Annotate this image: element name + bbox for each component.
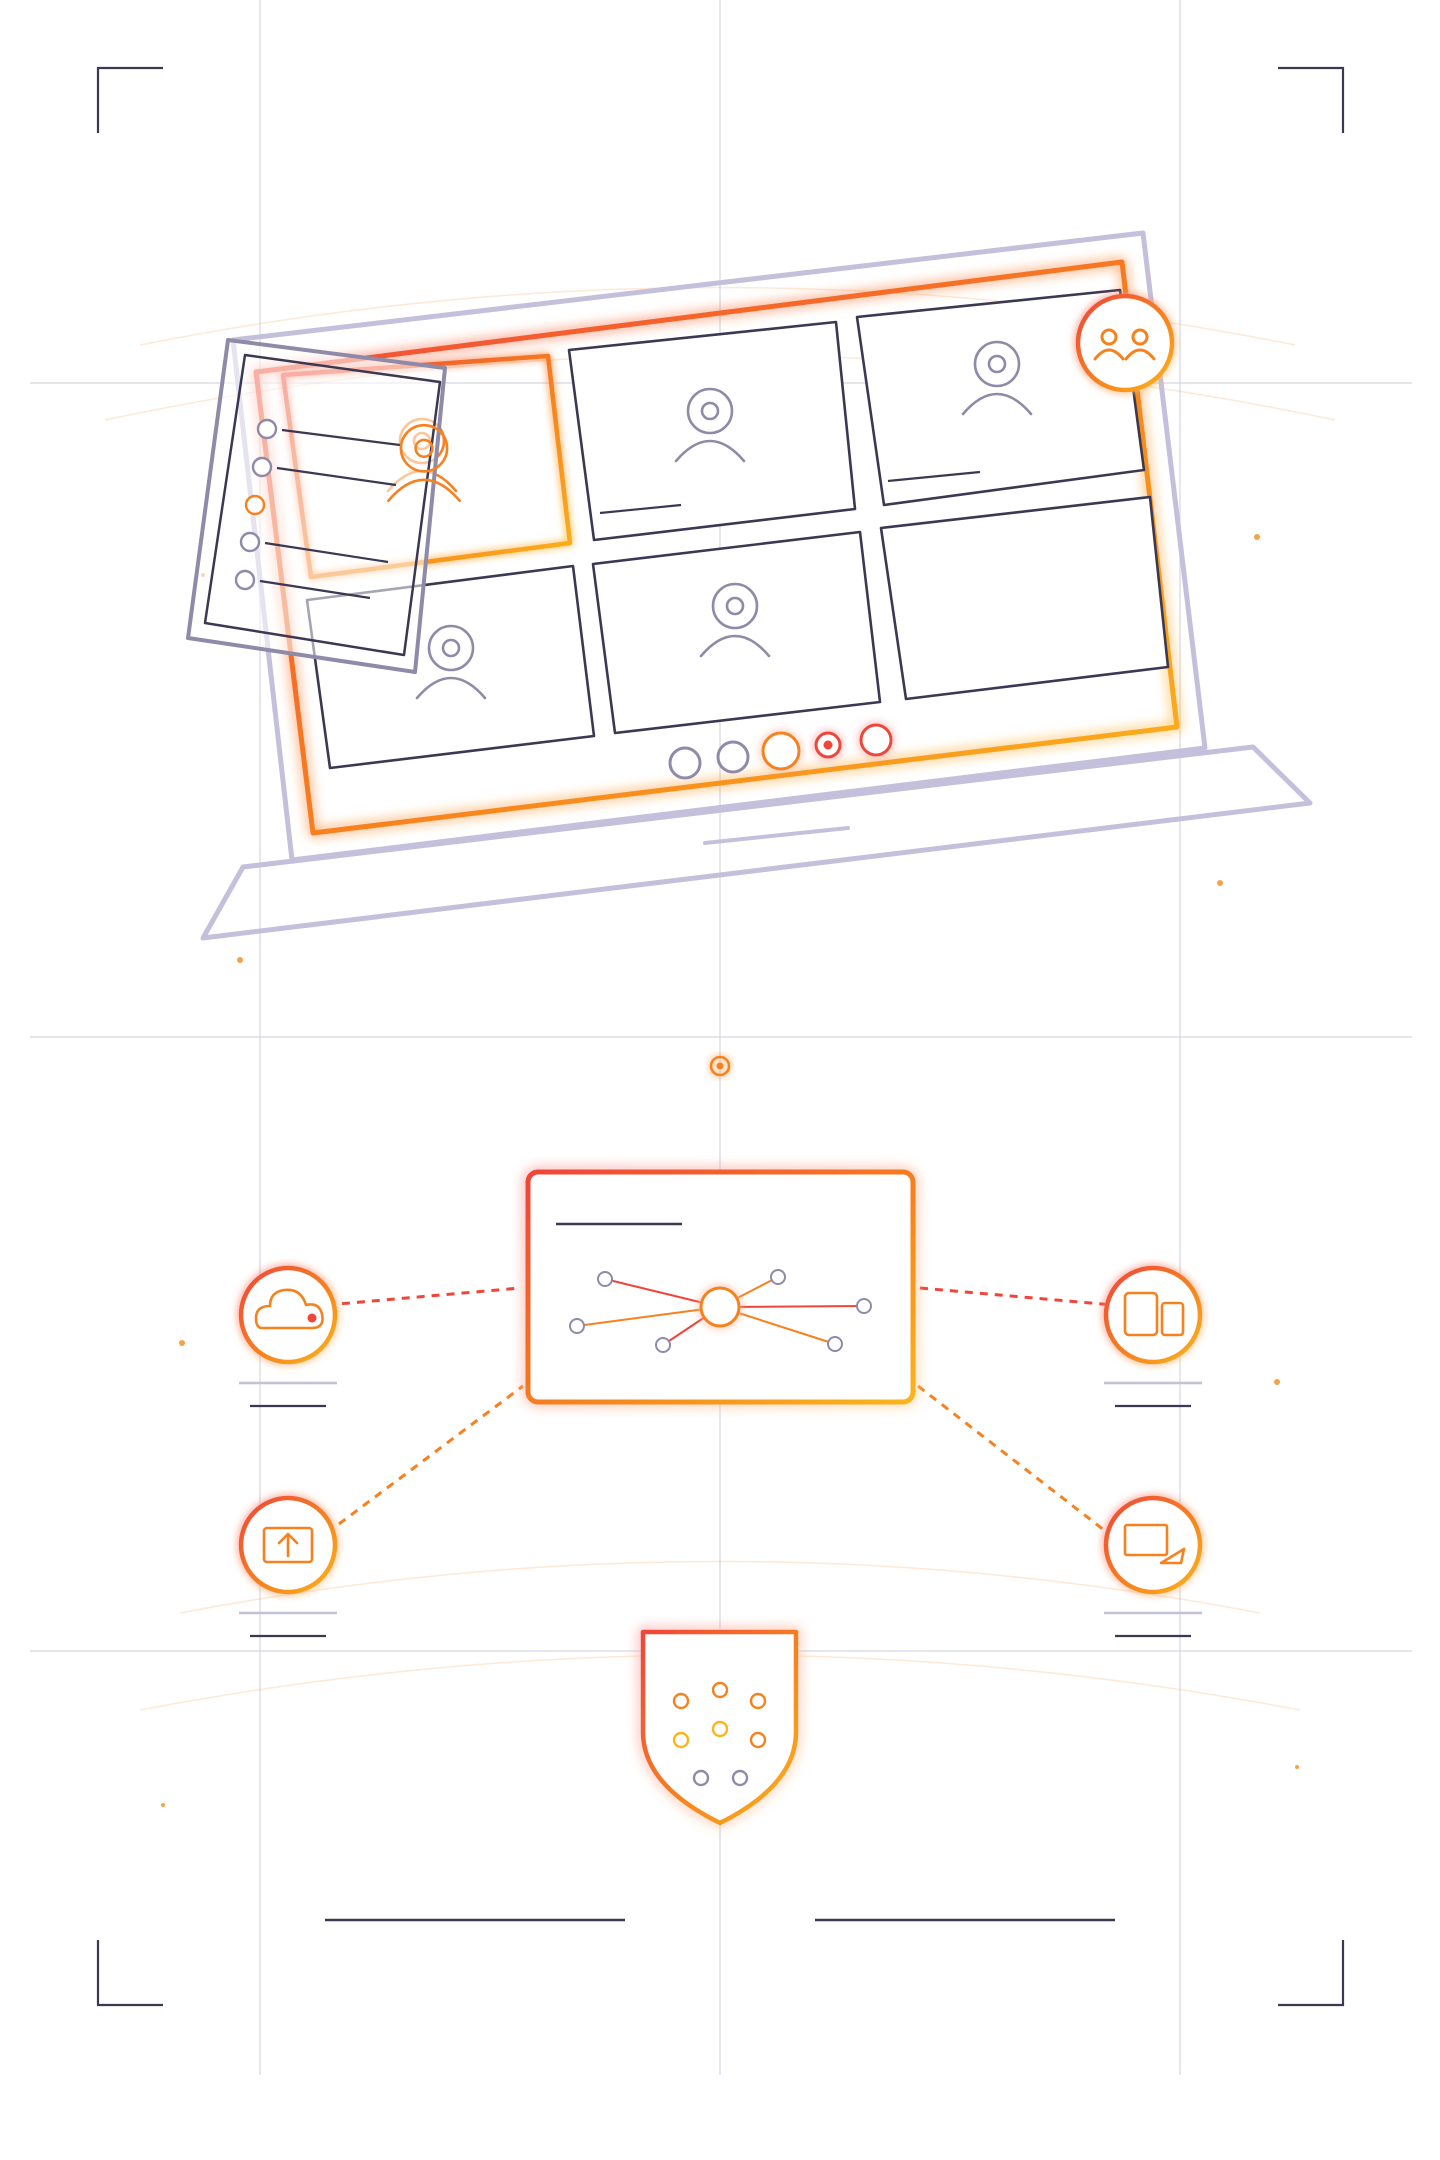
connector-upload bbox=[326, 1384, 524, 1535]
participant-row[interactable] bbox=[244, 494, 266, 516]
user-icon bbox=[961, 340, 1033, 416]
devices-icon bbox=[1123, 1291, 1185, 1337]
name-label-line bbox=[887, 470, 981, 483]
dot bbox=[1254, 534, 1260, 540]
users-icon bbox=[1093, 328, 1156, 361]
upload-node[interactable] bbox=[238, 1495, 338, 1638]
participant-panel-inner bbox=[203, 353, 442, 657]
participant-list bbox=[234, 418, 461, 600]
hub-node bbox=[655, 1337, 671, 1353]
video-tile-frame bbox=[591, 530, 882, 735]
security-shield bbox=[640, 1629, 799, 1826]
dot bbox=[1295, 1765, 1299, 1769]
shield-dot bbox=[711, 1720, 729, 1738]
video-tile[interactable] bbox=[591, 530, 882, 735]
node-ring bbox=[1103, 1265, 1203, 1365]
laptop-trackpad-line bbox=[703, 826, 850, 845]
connector-devices bbox=[919, 1286, 1114, 1307]
participant-panel bbox=[186, 338, 461, 674]
video-tile[interactable] bbox=[855, 288, 1146, 507]
shield-dot bbox=[672, 1692, 690, 1710]
dot bbox=[161, 1803, 165, 1807]
user-icon bbox=[699, 582, 771, 658]
hub-node bbox=[770, 1269, 786, 1285]
record-button[interactable] bbox=[814, 731, 842, 759]
participant-row[interactable] bbox=[251, 456, 397, 487]
end-call-button[interactable] bbox=[859, 723, 893, 757]
connector-whiteboard bbox=[917, 1384, 1114, 1539]
participant-row[interactable] bbox=[239, 531, 389, 564]
whiteboard-node[interactable] bbox=[1103, 1495, 1203, 1638]
shield-dot bbox=[749, 1731, 767, 1749]
participant-panel-outer bbox=[186, 338, 447, 674]
hub-node bbox=[569, 1318, 585, 1334]
video-tile-frame bbox=[855, 288, 1146, 507]
whiteboard-icon bbox=[1123, 1523, 1186, 1565]
dot bbox=[179, 1340, 185, 1346]
connectors bbox=[326, 1286, 1114, 1539]
top-node-icon bbox=[709, 1055, 731, 1077]
crop-mark-top-left bbox=[96, 66, 163, 133]
control-3-button[interactable] bbox=[761, 731, 801, 771]
arc-bottom-1 bbox=[179, 1560, 1261, 1614]
participants-badge-ring[interactable] bbox=[1075, 293, 1175, 393]
upload-icon bbox=[262, 1526, 314, 1564]
node-ring bbox=[1103, 1495, 1203, 1595]
crop-mark-top-right bbox=[1278, 66, 1345, 133]
hub-node bbox=[597, 1271, 613, 1287]
video-tile-frame bbox=[879, 495, 1170, 701]
hub-spoke bbox=[576, 1306, 721, 1327]
hub-center bbox=[699, 1286, 741, 1328]
meeting-screen-frame bbox=[253, 259, 1180, 836]
laptop-base bbox=[200, 744, 1313, 941]
dot bbox=[1274, 1379, 1280, 1385]
control-2-button[interactable] bbox=[716, 740, 750, 774]
laptop-lid bbox=[230, 230, 1208, 863]
control-1-button[interactable] bbox=[668, 746, 702, 780]
participant-row[interactable] bbox=[234, 569, 371, 600]
user-icon bbox=[415, 624, 487, 700]
hub-node bbox=[827, 1336, 843, 1352]
video-tile[interactable] bbox=[567, 320, 857, 542]
participants-badge[interactable] bbox=[1075, 293, 1175, 393]
hub-spoke bbox=[719, 1305, 865, 1308]
shield-dot bbox=[711, 1681, 729, 1699]
participant-row[interactable] bbox=[256, 418, 401, 447]
cloud-icon bbox=[254, 1288, 324, 1330]
name-label-line bbox=[599, 503, 682, 515]
shield-dot bbox=[731, 1769, 749, 1787]
integration-nodes bbox=[238, 1265, 1203, 1638]
shield-dot bbox=[749, 1692, 767, 1710]
video-tile-frame bbox=[567, 320, 857, 542]
user-icon bbox=[387, 423, 461, 503]
integration-diagram bbox=[238, 1055, 1203, 1922]
laptop-illustration bbox=[186, 230, 1313, 941]
dot bbox=[237, 957, 243, 963]
shield-dot bbox=[672, 1731, 690, 1749]
crop-marks bbox=[96, 66, 1345, 2007]
shield-dot bbox=[692, 1769, 710, 1787]
hub-node bbox=[856, 1298, 872, 1314]
dot bbox=[1217, 880, 1223, 886]
cloud-node[interactable] bbox=[238, 1265, 338, 1408]
user-icon bbox=[674, 387, 746, 463]
crop-mark-bottom-left bbox=[96, 1940, 163, 2007]
connector-cloud bbox=[326, 1286, 521, 1307]
meeting-controls bbox=[668, 723, 893, 780]
devices-node[interactable] bbox=[1103, 1265, 1203, 1408]
network-hub-icon bbox=[569, 1269, 872, 1353]
node-ring bbox=[238, 1265, 338, 1365]
hub-panel bbox=[525, 1169, 916, 1405]
video-tile[interactable] bbox=[879, 495, 1170, 701]
crop-mark-bottom-right bbox=[1278, 1940, 1345, 2007]
shield-pattern bbox=[672, 1681, 767, 1787]
